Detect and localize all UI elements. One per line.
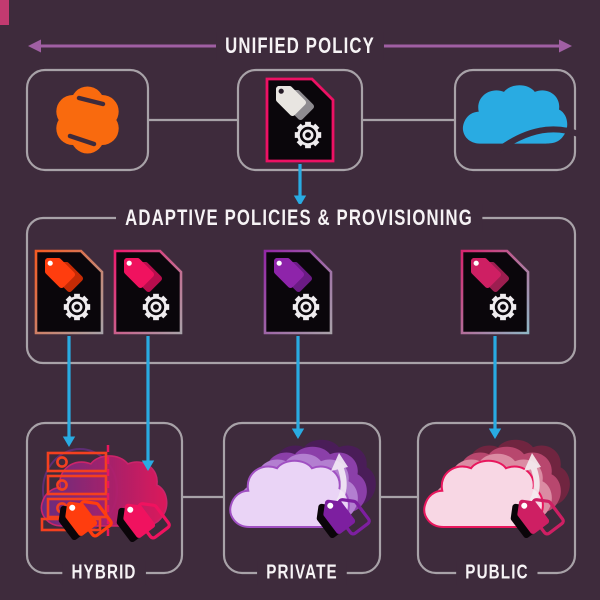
adaptive-section-title: ADAPTIVE POLICIES & PROVISIONING xyxy=(116,204,482,232)
public-contents xyxy=(423,439,570,541)
private-label: PRIVATE xyxy=(257,560,347,586)
policy-doc-hybrid-cloud xyxy=(113,249,183,335)
flow-arrow-heads xyxy=(62,195,502,471)
private-contents xyxy=(229,439,376,541)
policy-doc-hybrid-onprem xyxy=(34,249,104,335)
corner-accent xyxy=(0,0,9,25)
hybrid-label: HYBRID xyxy=(62,560,146,586)
private-tag-icon xyxy=(314,497,374,541)
flow-arrows xyxy=(67,164,497,461)
app-blob-icon xyxy=(56,86,119,154)
unified-policy-title: UNIFIED POLICY xyxy=(216,32,384,60)
public-tag-icon xyxy=(508,497,568,541)
policy-doc-private xyxy=(263,249,333,335)
hybrid-tag-orange-icon xyxy=(56,499,116,543)
policy-doc-icon xyxy=(265,77,335,163)
policy-doc-public xyxy=(460,249,530,335)
arrow-left-head xyxy=(28,39,41,53)
hybrid-tag-pink-icon xyxy=(114,501,174,545)
cloud-icon xyxy=(462,85,580,155)
public-label: PUBLIC xyxy=(456,560,538,586)
arrow-right-head xyxy=(559,39,572,53)
hybrid-contents xyxy=(40,445,174,545)
